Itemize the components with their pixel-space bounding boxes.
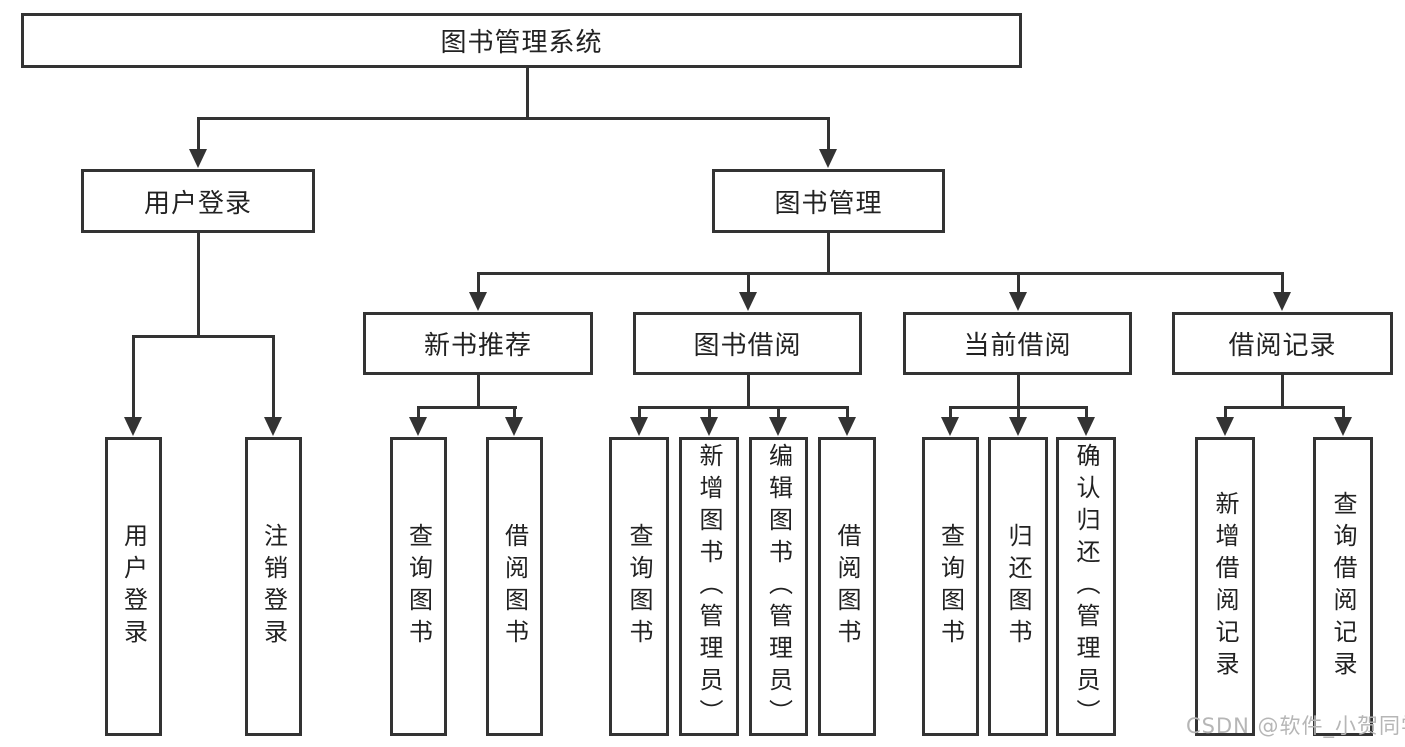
arrow-to-borrow (739, 292, 757, 311)
node-book-borrow: 图书借阅 (633, 312, 862, 375)
leaf-newbook-borrow-label: 借阅图书 (500, 522, 529, 651)
leaf-records-query: 查询借阅记录 (1313, 437, 1373, 736)
arrow-to-cb-return (1009, 417, 1027, 436)
leaf-user-login-label: 用户登录 (119, 522, 148, 651)
leaf-borrow-add-admin-label: 新增图书（管理员） (695, 442, 723, 731)
leaf-borrow-query: 查询图书 (609, 437, 669, 736)
leaf-current-confirm-admin: 确认归还（管理员） (1056, 437, 1116, 736)
connector-new-book-drop (477, 375, 480, 408)
connector-root-branch-book-mgmt (827, 117, 830, 151)
leaf-newbook-query: 查询图书 (390, 437, 447, 736)
connector-branch-bb-add (708, 406, 711, 419)
node-book-mgmt: 图书管理 (712, 169, 945, 233)
connector-branch-br-query (1342, 406, 1345, 419)
leaf-current-return-label: 归还图书 (1004, 522, 1032, 651)
node-new-book-rec: 新书推荐 (363, 312, 593, 375)
arrow-to-bb-edit (769, 417, 787, 436)
arrow-to-records (1273, 292, 1291, 311)
connector-branch-new-book (477, 272, 480, 294)
leaf-current-return: 归还图书 (988, 437, 1048, 736)
leaf-records-add-label: 新增借阅记录 (1211, 490, 1239, 683)
connector-root-drop (526, 68, 529, 118)
leaf-borrow-borrow-label: 借阅图书 (833, 522, 861, 651)
connector-records-drop (1281, 375, 1284, 408)
arrow-to-new-book (469, 292, 487, 311)
node-library-system: 图书管理系统 (21, 13, 1022, 68)
leaf-borrow-add-admin: 新增图书（管理员） (679, 437, 739, 736)
arrow-to-user-login (189, 149, 207, 168)
connector-branch-cb-return (1017, 406, 1020, 419)
connector-branch-nb-borrow (513, 406, 516, 419)
leaf-current-confirm-admin-label: 确认归还（管理员） (1072, 442, 1100, 731)
arrow-to-leaf-logout (264, 417, 282, 436)
connector-branch-records (1281, 272, 1284, 294)
leaf-borrow-query-label: 查询图书 (625, 522, 653, 651)
connector-branch-bb-query (638, 406, 641, 419)
connector-branch-bb-borrow (846, 406, 849, 419)
connector-user-login-drop (197, 232, 200, 337)
arrow-to-cb-query (941, 417, 959, 436)
connector-branch-br-add (1224, 406, 1227, 419)
connector-root-rail (197, 117, 830, 120)
connector-branch-cb-query (949, 406, 952, 419)
leaf-current-query-label: 查询图书 (936, 522, 965, 651)
leaf-user-login: 用户登录 (105, 437, 162, 736)
leaf-logout-label: 注销登录 (259, 522, 288, 651)
connector-branch-leaf-login (132, 335, 135, 419)
csdn-watermark: CSDN @软件_小贺同学 (1186, 714, 1405, 738)
connector-branch-borrow (747, 272, 750, 294)
connector-records-rail (1224, 406, 1345, 409)
connector-new-book-rail (417, 406, 517, 409)
connector-user-login-rail (132, 335, 275, 338)
connector-borrow-drop (747, 375, 750, 408)
connector-book-mgmt-rail (477, 272, 1284, 275)
node-current-borrow: 当前借阅 (903, 312, 1132, 375)
arrow-to-nb-borrow (505, 417, 523, 436)
arrow-to-nb-query (409, 417, 427, 436)
leaf-records-add: 新增借阅记录 (1195, 437, 1255, 736)
connector-borrow-rail (638, 406, 849, 409)
node-borrow-records: 借阅记录 (1172, 312, 1393, 375)
leaf-newbook-query-label: 查询图书 (404, 522, 433, 651)
arrow-to-bb-add (700, 417, 718, 436)
leaf-borrow-edit-admin-label: 编辑图书（管理员） (764, 442, 793, 731)
leaf-newbook-borrow: 借阅图书 (486, 437, 543, 736)
connector-branch-current (1017, 272, 1020, 294)
arrow-to-current (1009, 292, 1027, 311)
arrow-to-bb-query (630, 417, 648, 436)
arrow-to-book-mgmt (819, 149, 837, 168)
connector-branch-nb-query (417, 406, 420, 419)
leaf-borrow-edit-admin: 编辑图书（管理员） (749, 437, 808, 736)
connector-branch-cb-confirm (1085, 406, 1088, 419)
leaf-logout: 注销登录 (245, 437, 302, 736)
arrow-to-br-query (1334, 417, 1352, 436)
connector-current-drop (1017, 375, 1020, 408)
arrow-to-br-add (1216, 417, 1234, 436)
leaf-borrow-borrow: 借阅图书 (818, 437, 876, 736)
connector-branch-bb-edit (777, 406, 780, 419)
arrow-to-cb-confirm (1077, 417, 1095, 436)
arrow-to-bb-borrow (838, 417, 856, 436)
connector-root-branch-user-login (197, 117, 200, 151)
connector-branch-leaf-logout (272, 335, 275, 419)
arrow-to-leaf-login (124, 417, 142, 436)
leaf-records-query-label: 查询借阅记录 (1329, 490, 1357, 683)
node-user-login: 用户登录 (81, 169, 315, 233)
connector-book-mgmt-drop (827, 233, 830, 275)
leaf-current-query: 查询图书 (922, 437, 979, 736)
